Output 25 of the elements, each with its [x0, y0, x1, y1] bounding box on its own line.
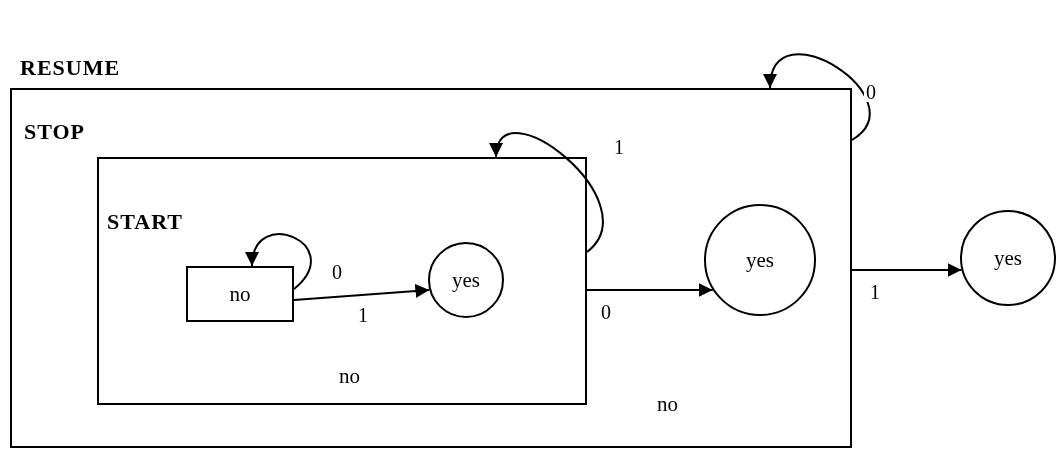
edge-label: 1 [612, 137, 626, 157]
state-title: STOP [24, 121, 86, 143]
state-circle [428, 242, 504, 318]
state-box [186, 266, 294, 322]
state-name: yes [746, 247, 774, 273]
state-circle [704, 204, 816, 316]
arrow [247, 233, 312, 290]
arrow [586, 283, 714, 297]
state-text: no [657, 394, 678, 415]
state-title: RESUME [20, 57, 121, 79]
state-name: yes [452, 267, 480, 293]
edge-label: 1 [868, 282, 882, 302]
edge-label: 0 [864, 82, 878, 102]
state-name: no [229, 281, 251, 307]
arrow [765, 53, 871, 141]
state-title: START [107, 211, 183, 233]
edge-label: 0 [330, 262, 344, 282]
edge-label: 1 [356, 305, 370, 325]
state-name: yes [994, 245, 1022, 271]
arrow [293, 284, 431, 301]
state-circle [960, 210, 1056, 306]
edge-label: 0 [599, 302, 613, 322]
arrow [851, 263, 963, 277]
arrow [491, 132, 604, 253]
state-text: no [339, 366, 360, 387]
